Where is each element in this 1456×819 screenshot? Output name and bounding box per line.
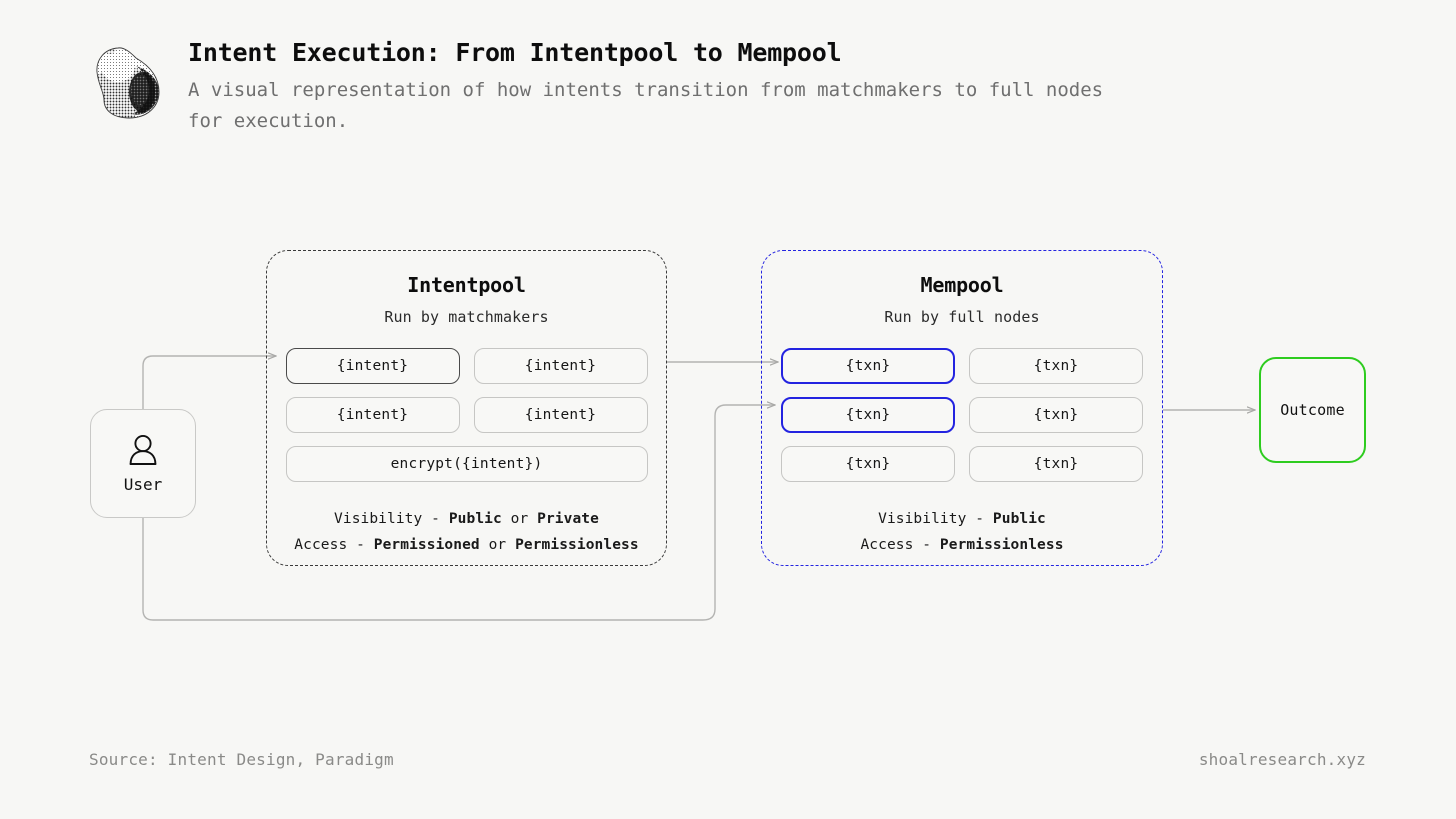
pool-intentpool: Intentpool Run by matchmakers {intent} {… <box>266 250 667 566</box>
connector-user-to-intent <box>142 356 276 409</box>
visibility-line: Visibility - Public or Private <box>267 507 666 533</box>
txn-pill[interactable]: {txn} <box>781 348 955 384</box>
intent-pill-grid: {intent} {intent} {intent} {intent} encr… <box>285 348 648 482</box>
footer-site[interactable]: shoalresearch.xyz <box>1198 750 1366 769</box>
access-value: Permissioned <box>373 536 480 553</box>
pool-intentpool-title: Intentpool <box>407 273 526 297</box>
page-title: Intent Execution: From Intentpool to Mem… <box>188 38 842 67</box>
intent-pill[interactable]: {intent} <box>285 397 460 433</box>
access-label: Access - <box>860 536 940 553</box>
visibility-value: Private <box>537 511 599 527</box>
outcome-node[interactable]: Outcome <box>1259 357 1366 463</box>
page-header: Intent Execution: From Intentpool to Mem… <box>88 34 1128 137</box>
user-label: User <box>123 474 163 494</box>
intent-pill[interactable]: {intent} <box>473 348 648 384</box>
access-line: Access - Permissioned or Permissionless <box>267 533 666 559</box>
visibility-separator: or <box>501 511 538 527</box>
seashell-logo-icon <box>96 47 160 119</box>
pool-mempool-subtitle: Run by full nodes <box>884 308 1040 326</box>
access-label: Access - <box>294 536 374 553</box>
txn-pill[interactable]: {txn} <box>781 446 955 482</box>
pool-mempool-title: Mempool <box>920 273 1004 297</box>
user-node[interactable]: User <box>90 409 196 518</box>
visibility-label: Visibility - <box>334 511 449 527</box>
pool-intentpool-subtitle: Run by matchmakers <box>384 308 549 326</box>
page-subtitle: A visual representation of how intents t… <box>188 79 1104 132</box>
pool-mempool-meta: Visibility - Public Access - Permissionl… <box>762 507 1162 559</box>
visibility-value: Public <box>448 511 502 527</box>
access-line: Access - Permissionless <box>762 533 1162 559</box>
outcome-label: Outcome <box>1280 401 1345 419</box>
footer-source: Source: Intent Design, Paradigm <box>89 750 394 769</box>
txn-pill[interactable]: {txn} <box>969 348 1143 384</box>
visibility-line: Visibility - Public <box>762 507 1162 533</box>
intent-pill[interactable]: {intent} <box>473 397 648 433</box>
access-value: Permissionless <box>939 536 1064 553</box>
txn-pill[interactable]: {txn} <box>969 397 1143 433</box>
access-separator: or <box>479 536 516 553</box>
txn-pill-grid: {txn} {txn} {txn} {txn} {txn} {txn} <box>781 348 1143 482</box>
intent-pill-encrypted[interactable]: encrypt({intent}) <box>285 446 648 482</box>
txn-pill[interactable]: {txn} <box>969 446 1143 482</box>
user-person-icon <box>129 434 157 465</box>
pool-intentpool-meta: Visibility - Public or Private Access - … <box>267 507 666 559</box>
access-value: Permissionless <box>515 536 639 553</box>
txn-pill[interactable]: {txn} <box>781 397 955 433</box>
visibility-value: Public <box>992 511 1046 527</box>
intent-pill[interactable]: {intent} <box>285 348 460 384</box>
visibility-label: Visibility - <box>878 511 993 527</box>
pool-mempool: Mempool Run by full nodes {txn} {txn} {t… <box>761 250 1163 566</box>
